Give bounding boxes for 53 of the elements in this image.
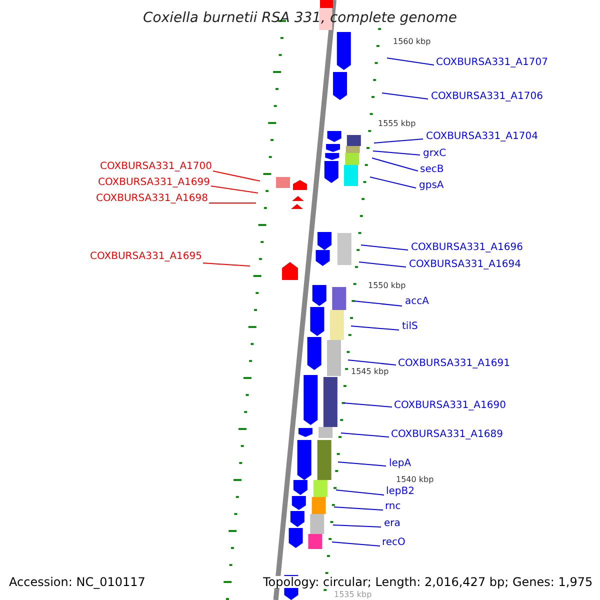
gene-label: COXBURSA331_A1706 (431, 92, 543, 102)
tick-label: 1535 kbp (334, 591, 372, 599)
leader-line (332, 524, 382, 528)
gene-label: recO (382, 538, 406, 548)
tick-label: 1550 kbp (368, 282, 406, 290)
leader-line (370, 176, 416, 188)
gene-label: era (384, 519, 400, 529)
gene-label: lepA (389, 459, 412, 469)
gene-label: COXBURSA331_A1698 (96, 194, 208, 204)
tick-label: 1560 kbp (393, 38, 431, 46)
gene-label: grxC (423, 149, 446, 159)
gene-label: rnc (385, 502, 401, 512)
leader-line (372, 158, 418, 172)
leader-line (354, 300, 402, 306)
title: Coxiella burnetii RSA 331, complete genome (142, 11, 458, 25)
tick-label: 1555 kbp (378, 120, 416, 128)
leader-line (202, 262, 250, 266)
leader-line (374, 138, 424, 144)
leader-line (208, 202, 256, 204)
leader-line (212, 170, 260, 182)
leader-line (386, 58, 434, 66)
accession-text: Accession: NC_010117 (9, 576, 146, 588)
gene-label: COXBURSA331_A1704 (426, 132, 538, 142)
gene-label: COXBURSA331_A1694 (409, 260, 521, 270)
gene-label: COXBURSA331_A1696 (411, 243, 523, 253)
gene-label: accA (405, 297, 429, 307)
leader-line (350, 326, 400, 330)
tick-label: 1540 kbp (396, 476, 434, 484)
gene-label: COXBURSA331_A1691 (398, 359, 510, 369)
gene-label: gpsA (419, 181, 444, 191)
leader-line (372, 150, 420, 156)
leader-line (338, 462, 386, 466)
leader-line (334, 506, 384, 510)
leader-line (332, 542, 380, 546)
leader-line (336, 490, 384, 496)
gene-label: secB (420, 165, 444, 175)
gene-label: COXBURSA331_A1689 (391, 430, 503, 440)
leader-line (344, 402, 392, 408)
leader-line (382, 92, 428, 100)
leader-line (210, 186, 258, 194)
gene-label: COXBURSA331_A1690 (394, 401, 506, 411)
gene-label: tilS (402, 322, 418, 332)
gene-label: COXBURSA331_A1707 (436, 58, 548, 68)
gene-label: COXBURSA331_A1699 (98, 178, 210, 188)
leader-line (348, 360, 396, 366)
leader-line (340, 432, 390, 438)
genome-info-text: Topology: circular; Length: 2,016,427 bp; Genes: 1,975 (263, 576, 593, 588)
tick-label: 1545 kbp (351, 368, 389, 376)
leader-line (360, 244, 408, 250)
gene-label: COXBURSA331_A1700 (100, 162, 212, 172)
gene-label: lepB2 (386, 487, 415, 497)
gene-label: COXBURSA331_A1695 (90, 252, 202, 262)
leader-line (358, 262, 406, 268)
